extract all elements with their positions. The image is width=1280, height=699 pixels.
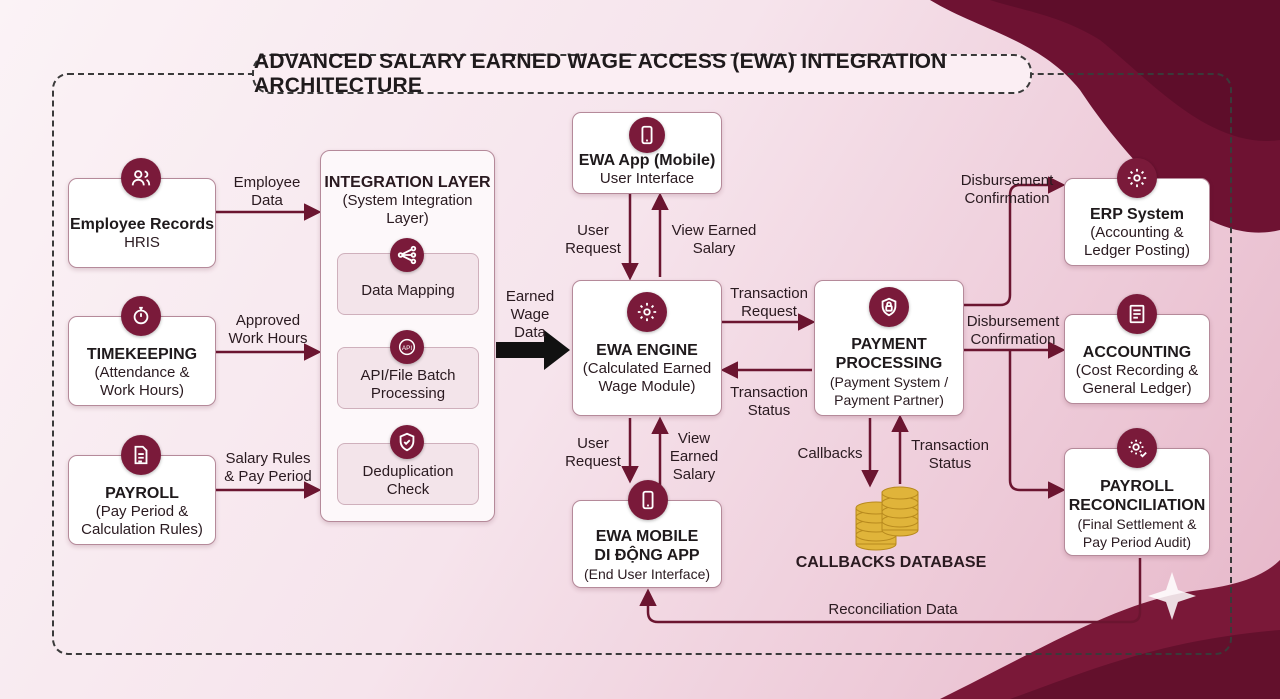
phone-icon	[629, 117, 665, 153]
user-request-top-label: User Request	[565, 222, 621, 257]
api-batch-label: API/File Batch Processing	[360, 367, 456, 402]
ewa-engine-box[interactable]: EWA ENGINE (Calculated Earned Wage Modul…	[572, 280, 722, 416]
payroll-reconciliation-subtitle: (Final Settlement & Pay Period Audit)	[1077, 516, 1197, 550]
ewa-mobile-subtitle: (End User Interface)	[583, 566, 711, 582]
payroll-title: PAYROLL	[105, 485, 179, 502]
data-mapping-label: Data Mapping	[361, 282, 455, 299]
erp-system-title: ERP System	[1090, 206, 1184, 223]
lock-icon	[869, 287, 909, 327]
arrow-to-erp	[964, 176, 1066, 307]
payroll-subtitle: (Pay Period & Calculation Rules)	[81, 503, 203, 538]
deduplication-label: Deduplication Check	[362, 463, 454, 498]
user-request-bottom-label: User Request	[565, 435, 621, 470]
callbacks-label: Callbacks	[797, 445, 863, 462]
view-earned-top-label: View Earned Salary	[671, 222, 757, 257]
approved-hours-label: Approved Work Hours	[228, 312, 308, 347]
transaction-status-db-label: Transaction Status	[911, 437, 989, 472]
ewa-engine-title: EWA ENGINE	[596, 342, 698, 359]
disbursement-confirmation-1-label: Disbursement Confirmation	[960, 172, 1054, 207]
payroll-reconciliation-title: PAYROLL RECONCILIATION	[1068, 478, 1206, 514]
share-icon	[390, 238, 424, 272]
settings-gear-icon	[1117, 158, 1157, 198]
ewa-mobile-title: EWA MOBILE DI ĐỘNG APP	[594, 528, 700, 564]
svg-text:API: API	[402, 345, 413, 352]
disbursement-confirmation-2-label: Disbursement Confirmation	[966, 313, 1060, 348]
employee-data-label: Employee Data	[233, 174, 301, 209]
payroll-box[interactable]: PAYROLL (Pay Period & Calculation Rules)	[68, 455, 216, 545]
api-icon: API	[390, 330, 424, 364]
transaction-status-label: Transaction Status	[730, 384, 808, 419]
callbacks-database-label: CALLBACKS DATABASE	[795, 554, 987, 571]
integration-layer-title: INTEGRATION LAYER	[324, 174, 491, 191]
ewa-app-title: EWA App (Mobile)	[578, 152, 716, 169]
arrow-earned-wage-data	[496, 330, 570, 370]
ewa-app-subtitle: User Interface	[599, 170, 695, 187]
employee-records-subtitle: HRIS	[124, 234, 160, 251]
stopwatch-icon	[121, 296, 161, 336]
integration-layer-subtitle: (System Integration Layer)	[342, 192, 473, 227]
payment-processing-title: PAYMENT PROCESSING	[835, 336, 943, 372]
erp-system-box[interactable]: ERP System (Accounting & Ledger Posting)	[1064, 178, 1210, 266]
salary-rules-label: Salary Rules & Pay Period	[224, 450, 312, 485]
payment-processing-subtitle: (Payment System / Payment Partner)	[829, 374, 949, 408]
reconciliation-data-label: Reconciliation Data	[828, 601, 958, 618]
gear-icon	[627, 292, 667, 332]
ledger-icon	[1117, 294, 1157, 334]
accounting-box[interactable]: ACCOUNTING (Cost Recording & General Led…	[1064, 314, 1210, 404]
api-batch-module[interactable]: API/File Batch Processing	[337, 347, 479, 409]
integration-layer-box[interactable]: INTEGRATION LAYER (System Integration La…	[320, 150, 495, 522]
view-earned-bottom-label: View Earned Salary	[669, 430, 719, 483]
shield-check-icon	[390, 425, 424, 459]
diagram-title: ADVANCED SALARY EARNED WAGE ACCESS (EWA)…	[252, 50, 1032, 97]
ewa-engine-subtitle: (Calculated Earned Wage Module)	[582, 360, 712, 395]
mobile-phone-icon	[628, 480, 668, 520]
transaction-request-label: Transaction Request	[730, 285, 808, 320]
timekeeping-title: TIMEKEEPING	[86, 346, 198, 363]
arrow-to-reconciliation	[1008, 350, 1066, 499]
document-icon	[121, 435, 161, 475]
timekeeping-subtitle: (Attendance & Work Hours)	[94, 364, 190, 399]
employee-records-title: Employee Records	[69, 216, 215, 233]
accounting-subtitle: (Cost Recording & General Ledger)	[1075, 362, 1199, 397]
users-icon	[121, 158, 161, 198]
arrow-reconciliation-data	[639, 558, 1142, 624]
accounting-title: ACCOUNTING	[1082, 344, 1192, 361]
earned-wage-data-label: Earned Wage Data	[505, 288, 555, 341]
gear-check-icon	[1117, 428, 1157, 468]
erp-system-subtitle: (Accounting & Ledger Posting)	[1084, 224, 1190, 259]
